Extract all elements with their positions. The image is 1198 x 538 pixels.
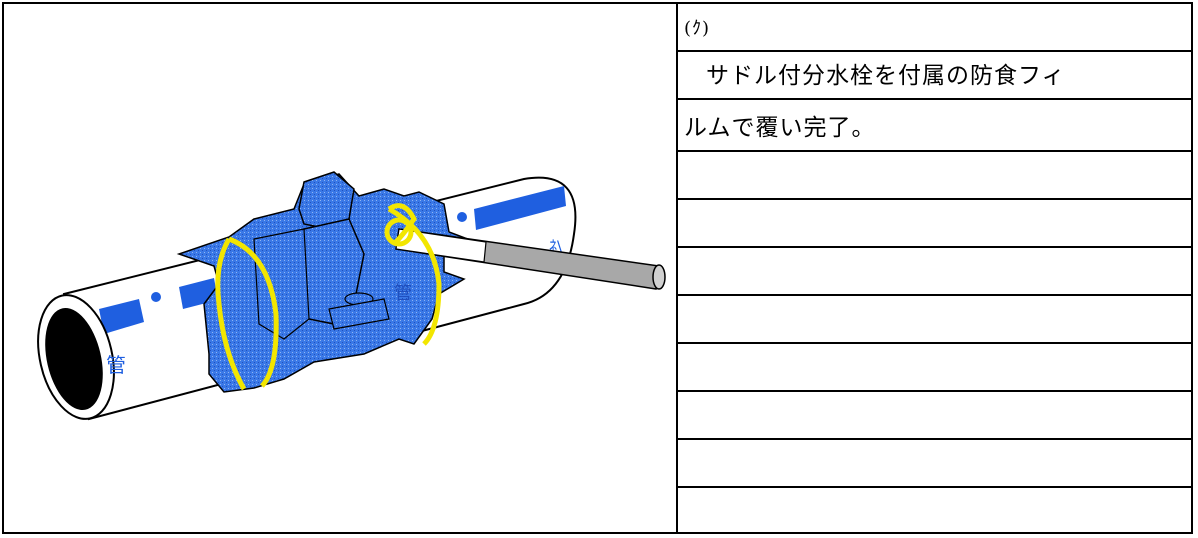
blank-row <box>678 344 1191 392</box>
blank-row <box>678 296 1191 344</box>
saddle-valve-illustration: 管 ﾈ\ 管 <box>37 171 666 421</box>
step-row: (ｸ) <box>678 4 1191 52</box>
corrosion-film: 管 <box>176 171 495 393</box>
instruction-line-2: ルムで覆い完了。 <box>684 115 876 141</box>
blank-row <box>678 392 1191 440</box>
pipe-text: 管 <box>106 353 126 377</box>
instruction-line-1: サドル付分水栓を付属の防食フィ <box>706 63 1066 89</box>
blank-row <box>678 200 1191 248</box>
pipe-text-under-film: 管 <box>394 283 412 304</box>
step-label: (ｸ) <box>684 18 711 39</box>
fixing-tapes <box>215 203 442 391</box>
text-lines: (ｸ) サドル付分水栓を付属の防食フィ ルムで覆い完了。 <box>678 4 1191 532</box>
blank-row <box>678 440 1191 488</box>
text-row-1: サドル付分水栓を付属の防食フィ <box>678 52 1191 100</box>
blank-row <box>678 248 1191 296</box>
blank-row <box>678 152 1191 200</box>
illustration-cell: 管 ﾈ\ 管 <box>4 4 678 532</box>
text-row-2: ルムで覆い完了。 <box>678 100 1191 152</box>
pipe-stripe <box>99 299 144 334</box>
